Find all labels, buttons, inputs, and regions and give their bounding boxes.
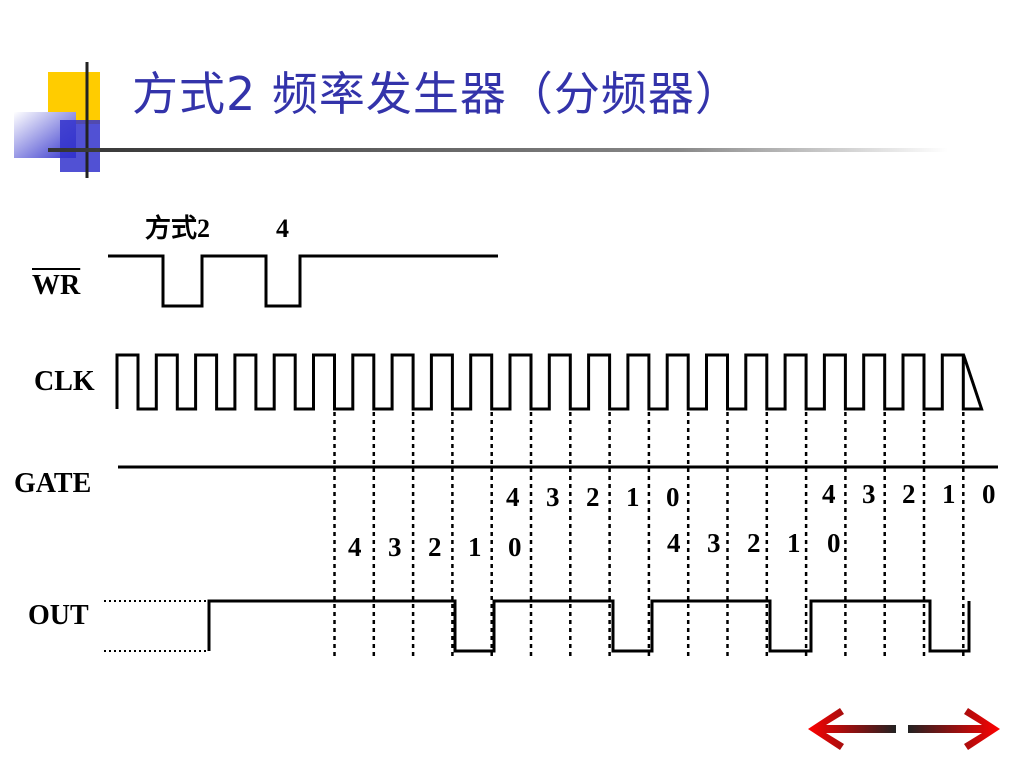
wr-waveform	[108, 254, 498, 308]
counter-value: 1	[626, 482, 640, 512]
title-underline	[48, 148, 948, 152]
counter-value: 1	[468, 532, 482, 562]
counter-value: 2	[902, 479, 916, 509]
corner-decoration	[14, 62, 100, 178]
counter-value: 3	[546, 482, 560, 512]
counter-value: 4	[506, 482, 520, 512]
counter-value: 1	[787, 528, 801, 558]
counter-value: 3	[388, 532, 402, 562]
counter-value: 0	[982, 479, 996, 509]
previous-arrow-icon[interactable]	[808, 708, 896, 750]
counter-value: 2	[428, 532, 442, 562]
clk-waveform	[115, 353, 984, 411]
counter-value: 0	[508, 532, 522, 562]
counter-value: 0	[827, 528, 841, 558]
counter-value: 3	[707, 528, 721, 558]
slide-title: 方式2 频率发生器（分频器）	[132, 67, 742, 121]
count-annotation: 4	[276, 214, 289, 243]
clk-label: CLK	[34, 366, 95, 397]
gate-label: GATE	[14, 468, 92, 499]
counter-value: 4	[348, 532, 362, 562]
blue-square-2	[60, 120, 100, 172]
next-arrow-icon[interactable]	[908, 708, 1000, 750]
counter-value: 2	[586, 482, 600, 512]
counter-value: 4	[822, 479, 836, 509]
counter-value: 1	[942, 479, 956, 509]
counter-value: 4	[667, 528, 681, 558]
counter-value: 3	[862, 479, 876, 509]
out-waveform	[207, 599, 971, 653]
out-label: OUT	[28, 600, 89, 631]
mode-annotation: 方式2	[145, 214, 211, 243]
counter-value: 2	[747, 528, 761, 558]
counter-value: 0	[666, 482, 680, 512]
wr-label: WR	[32, 270, 81, 301]
nav-arrows	[808, 708, 1000, 750]
